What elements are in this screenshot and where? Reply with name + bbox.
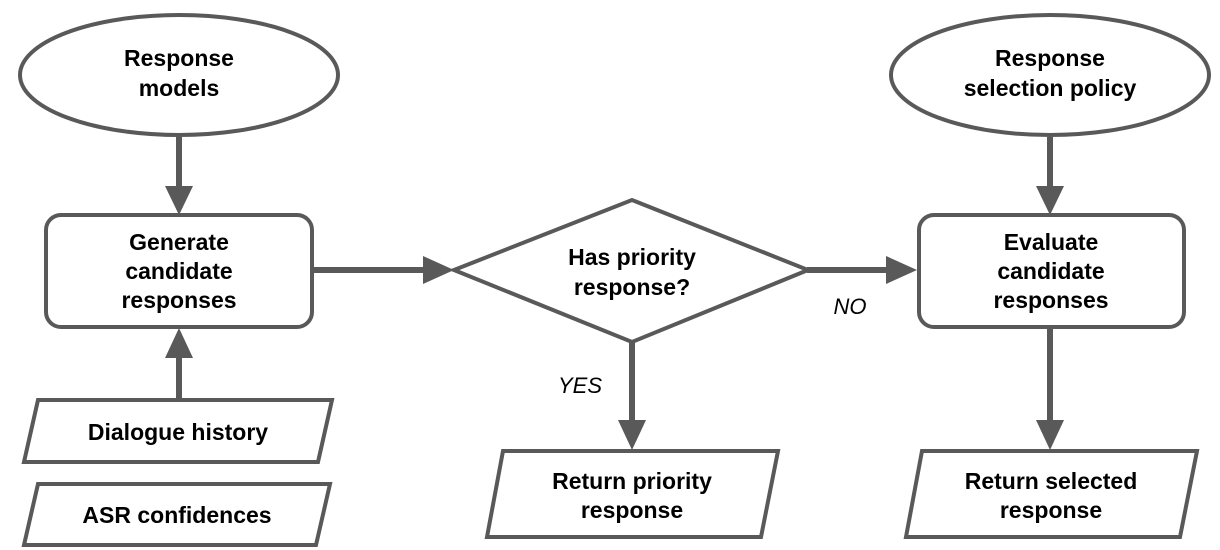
node-decision: Has priority response? [448,197,814,345]
input-dialogue-history [21,398,335,464]
branch-label-yes: YES [558,373,602,398]
arrowhead-policy-to-evaluate [1036,186,1064,215]
node-response-models: Response models [18,13,340,137]
return-selected-line1: Return selected [965,468,1138,494]
selection-policy-line2: selection policy [964,75,1137,101]
node-dialogue-history: Dialogue history [21,398,335,464]
response-models-line1: Response [124,45,234,71]
arrowhead-decision-to-evaluate [886,256,917,284]
output-return-selected [903,449,1200,539]
arrowhead-history-to-generate [165,328,193,358]
return-priority-line2: response [581,497,683,523]
decision-diamond [448,197,814,345]
decision-line1: Has priority [568,244,696,270]
arrowhead-decision-to-return-priority [618,420,646,450]
process-generate [44,213,314,329]
asr-confidences-label: ASR confidences [82,502,271,528]
evaluate-line1: Evaluate [1004,229,1099,255]
node-return-selected: Return selected response [903,449,1200,539]
branch-label-no: NO [834,294,867,319]
generate-line3: responses [121,287,236,313]
evaluate-line3: responses [993,287,1108,313]
return-priority-line1: Return priority [552,468,712,494]
arrowhead-evaluate-to-return-selected [1036,420,1064,450]
node-return-priority: Return priority response [484,449,781,539]
output-return-priority [484,449,781,539]
arrowhead-generate-to-decision [423,256,454,284]
node-selection-policy: Response selection policy [889,13,1211,137]
node-generate: Generate candidate responses [44,213,314,329]
evaluate-line2: candidate [997,258,1104,284]
selection-policy-line1: Response [995,45,1105,71]
generate-line2: candidate [125,258,232,284]
ellipse-selection-policy [889,13,1211,137]
ellipse-response-models [18,13,340,137]
connectors [165,137,1064,450]
node-evaluate: Evaluate candidate responses [917,213,1186,329]
arrowhead-models-to-generate [165,186,193,215]
generate-line1: Generate [129,229,229,255]
return-selected-line2: response [1000,497,1102,523]
decision-line2: response? [574,274,690,300]
node-asr-confidences: ASR confidences [21,482,333,547]
input-asr-confidences [21,482,333,547]
response-models-line2: models [139,75,220,101]
process-evaluate [917,213,1186,329]
dialogue-history-label: Dialogue history [88,419,268,445]
